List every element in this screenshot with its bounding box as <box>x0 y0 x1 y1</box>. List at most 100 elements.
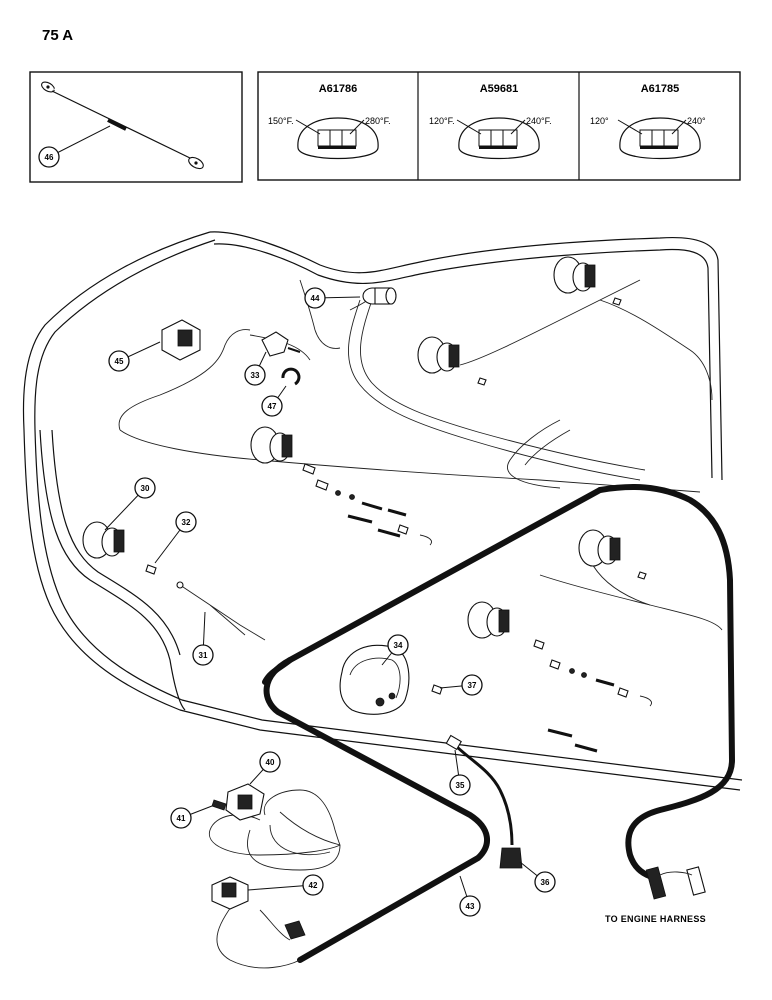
gauge-upper-center <box>417 336 460 374</box>
gauge-icons: A61786 150°F. 280°F. A59681 120°F. 240°F. A617… <box>268 83 706 160</box>
gauge-code: A61786 <box>319 83 358 95</box>
callout-circle <box>449 774 471 796</box>
gauge-segment <box>663 129 679 147</box>
callout-number: 46 <box>45 153 54 162</box>
callout-circle <box>302 874 324 896</box>
callout-45: 45 <box>108 341 161 372</box>
callout-34: 34 <box>381 634 409 666</box>
gauge-high-leader <box>349 119 365 135</box>
callout-circle <box>108 350 130 372</box>
gauge-low-temp: 120°F. <box>429 116 455 126</box>
callout-number: 35 <box>456 781 465 790</box>
page-label: 75 A <box>42 27 73 44</box>
gauge-low-leader <box>617 119 643 135</box>
gauge-high-temp: 240°F. <box>526 116 552 126</box>
gauge-center <box>467 601 510 639</box>
inset-ground-strap <box>29 71 243 183</box>
callout-35: 35 <box>449 749 471 796</box>
callout-number: 32 <box>182 518 191 527</box>
part-36-sender <box>499 847 523 869</box>
engine-harness-connector <box>284 866 706 940</box>
callout-number: 41 <box>177 814 186 823</box>
part-33-connector <box>261 331 301 357</box>
callout-42: 42 <box>247 874 324 896</box>
callout-circle <box>38 146 60 168</box>
callout-37: 37 <box>439 674 483 696</box>
callout-circle <box>387 634 409 656</box>
callout-number: 31 <box>199 651 208 660</box>
callout-circle <box>170 807 192 829</box>
heavy-cable <box>262 484 735 963</box>
callout-circle <box>534 871 556 893</box>
gauge-high-temp: 280°F. <box>365 116 391 126</box>
callout-number: 36 <box>541 878 550 887</box>
part-35-cable <box>445 734 514 846</box>
gauge-segment <box>502 129 518 147</box>
callout-33: 33 <box>244 351 267 386</box>
gauge-column-A61786: A61786 150°F. 280°F. <box>268 83 391 160</box>
gauge-low-leader <box>295 119 321 135</box>
callout-47: 47 <box>261 385 287 417</box>
callout-number: 42 <box>309 881 318 890</box>
callout-46: 46 <box>38 125 111 168</box>
gauge-low-temp: 120° <box>590 116 609 126</box>
gauge-needle-base <box>640 146 678 149</box>
callout-number: 30 <box>141 484 150 493</box>
part-47-clip <box>281 367 301 386</box>
part-45-switch-block <box>161 319 201 361</box>
part-40-switch <box>225 783 265 821</box>
gauge-34-tachometer <box>339 644 410 715</box>
callout-40: 40 <box>249 751 281 785</box>
gauge-low-leader <box>456 119 482 135</box>
callout-31: 31 <box>192 611 214 666</box>
part-42-switch <box>211 876 249 910</box>
callout-circle <box>261 395 283 417</box>
callout-circle <box>461 674 483 696</box>
gauge-low-temp: 150°F. <box>268 116 294 126</box>
gauge-high-temp: 240° <box>687 116 706 126</box>
part-41-key <box>211 799 227 811</box>
callout-circle <box>244 364 266 386</box>
callout-leader <box>247 884 314 891</box>
gauge-upper-left <box>250 426 293 464</box>
gauge-code: A59681 <box>480 83 519 95</box>
callout-30: 30 <box>104 477 156 531</box>
callout-number: 34 <box>394 641 403 650</box>
callout-circle <box>304 287 326 309</box>
callout-number: 45 <box>115 357 124 366</box>
gauge-segment <box>341 129 357 147</box>
callout-number: 33 <box>251 371 260 380</box>
connector-rows <box>145 297 652 753</box>
gauge-table <box>257 71 741 181</box>
callout-41: 41 <box>170 805 213 829</box>
gauge-needle-base <box>479 146 517 149</box>
callout-number: 43 <box>466 902 475 911</box>
gauge-needle-base <box>318 146 356 149</box>
part-31-wire <box>176 581 266 641</box>
callout-number: 40 <box>266 758 275 767</box>
gauge-high-leader <box>671 119 687 135</box>
main-wire-harness <box>22 231 743 791</box>
gauge-column-A61785: A61785 120° 240° <box>590 83 706 160</box>
gauge-right <box>578 529 621 567</box>
callout-circle <box>192 644 214 666</box>
engine-harness-label: TO ENGINE HARNESS <box>605 914 706 924</box>
callout-number: 47 <box>268 402 277 411</box>
gauge-upper-right <box>553 256 596 294</box>
callout-32: 32 <box>154 511 197 564</box>
callout-circle <box>175 511 197 533</box>
callout-circle <box>459 895 481 917</box>
gauge-code: A61785 <box>641 83 680 95</box>
callout-circle <box>134 477 156 499</box>
callout-36: 36 <box>519 861 556 893</box>
callout-44: 44 <box>304 287 361 309</box>
gauge-high-leader <box>510 119 526 135</box>
callout-43: 43 <box>459 875 481 917</box>
switch-wiring <box>208 789 341 969</box>
part-44-socket <box>362 287 397 305</box>
callout-circle <box>259 751 281 773</box>
callout-number: 37 <box>468 681 477 690</box>
gauge-30 <box>82 521 125 559</box>
callout-number: 44 <box>311 294 320 303</box>
